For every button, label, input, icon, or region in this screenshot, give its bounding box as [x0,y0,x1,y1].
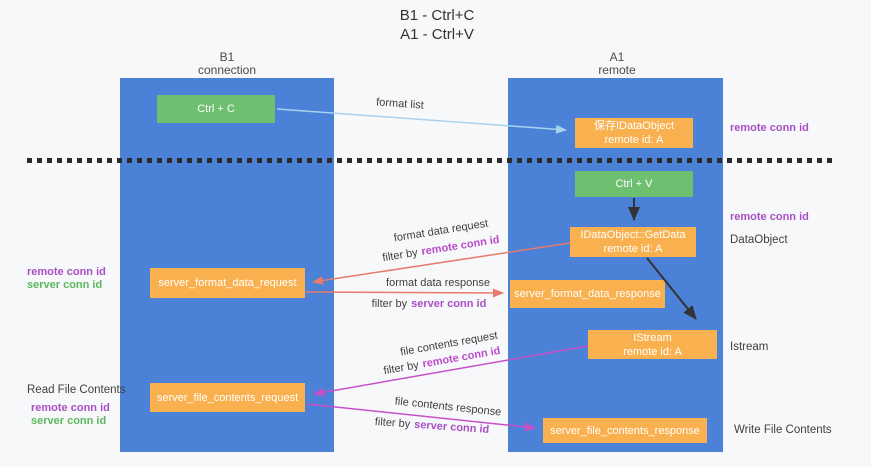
dataobject-annotation: DataObject [730,234,788,246]
remote-conn-id-annotation-left: remote conn id [27,266,106,278]
save-idataobject-line2: remote id: A [604,134,664,146]
filter-by-text: filter by [371,298,408,310]
node-server-format-data-response: server_format_data_response [510,280,665,308]
file-conn-id-group: remote conn id server conn id [31,402,110,428]
lane-b1-name: B1 [219,50,235,64]
write-file-contents-annotation: Write File Contents [734,424,832,436]
server-conn-id-annotation-left: server conn id [31,415,107,427]
node-server-file-contents-response: server_file_contents_response [543,418,707,443]
istream-annotation: Istream [730,341,769,353]
server-conn-id-annotation-left: server conn id [27,279,103,291]
ctrl-c-label: Ctrl + C [197,103,235,115]
format-list-label: format list [375,96,425,112]
lane-a1-name: A1 [609,50,625,64]
node-ctrl-v: Ctrl + V [575,171,693,197]
server-file-contents-request-label: server_file_contents_request [156,391,299,404]
save-idataobject-line1: 保存IDataObject [593,120,675,132]
node-ctrl-c: Ctrl + C [157,95,275,123]
server-format-data-request-label: server_format_data_request [158,277,297,289]
filter-by-text: filter by [382,359,420,378]
filter-by-text: filter by [381,246,419,265]
lane-a1-subtitle: remote [598,63,636,77]
read-file-contents-annotation: Read File Contents [27,384,126,396]
format-conn-id-group: remote conn id server conn id [27,266,106,292]
file-contents-response-label: file contents response [394,395,502,419]
remote-conn-id-annotation-mid: remote conn id [730,211,809,223]
title-line-1: B1 - Ctrl+C [399,7,475,24]
lane-header-a1: A1 remote [557,51,677,77]
remote-conn-id-annotation-left: remote conn id [31,402,110,414]
getdata-line2: remote id: A [603,243,663,255]
istream-line2: remote id: A [623,345,682,358]
server-conn-id-keyword: server conn id [411,298,487,310]
remote-conn-id-annotation-top: remote conn id [730,122,809,134]
server-conn-id-keyword: server conn id [413,418,490,436]
filter-by-text: filter by [374,416,411,431]
node-server-file-contents-request: server_file_contents_request [150,383,305,412]
getdata-line1: IDataObject::GetData [580,229,686,241]
node-server-format-data-request: server_format_data_request [150,268,305,298]
server-format-data-response-label: server_format_data_response [514,288,661,300]
node-idataobject-getdata: IDataObject::GetData remote id: A [570,227,696,257]
page-title: B1 - Ctrl+C A1 - Ctrl+V [317,6,557,44]
ctrl-v-label: Ctrl + V [615,178,653,190]
title-line-2: A1 - Ctrl+V [400,26,474,43]
istream-line1: IStream [633,331,672,344]
node-istream: IStream remote id: A [588,330,717,359]
server-file-contents-response-label: server_file_contents_response [550,424,700,437]
node-save-idataobject: 保存IDataObject remote id: A [575,118,693,148]
lane-header-b1: B1 connection [167,51,287,77]
format-data-response-label: format data response [386,277,490,289]
format-data-response-arrow [305,288,504,298]
dashed-divider-line [27,158,833,163]
lane-b1-subtitle: connection [197,63,257,77]
